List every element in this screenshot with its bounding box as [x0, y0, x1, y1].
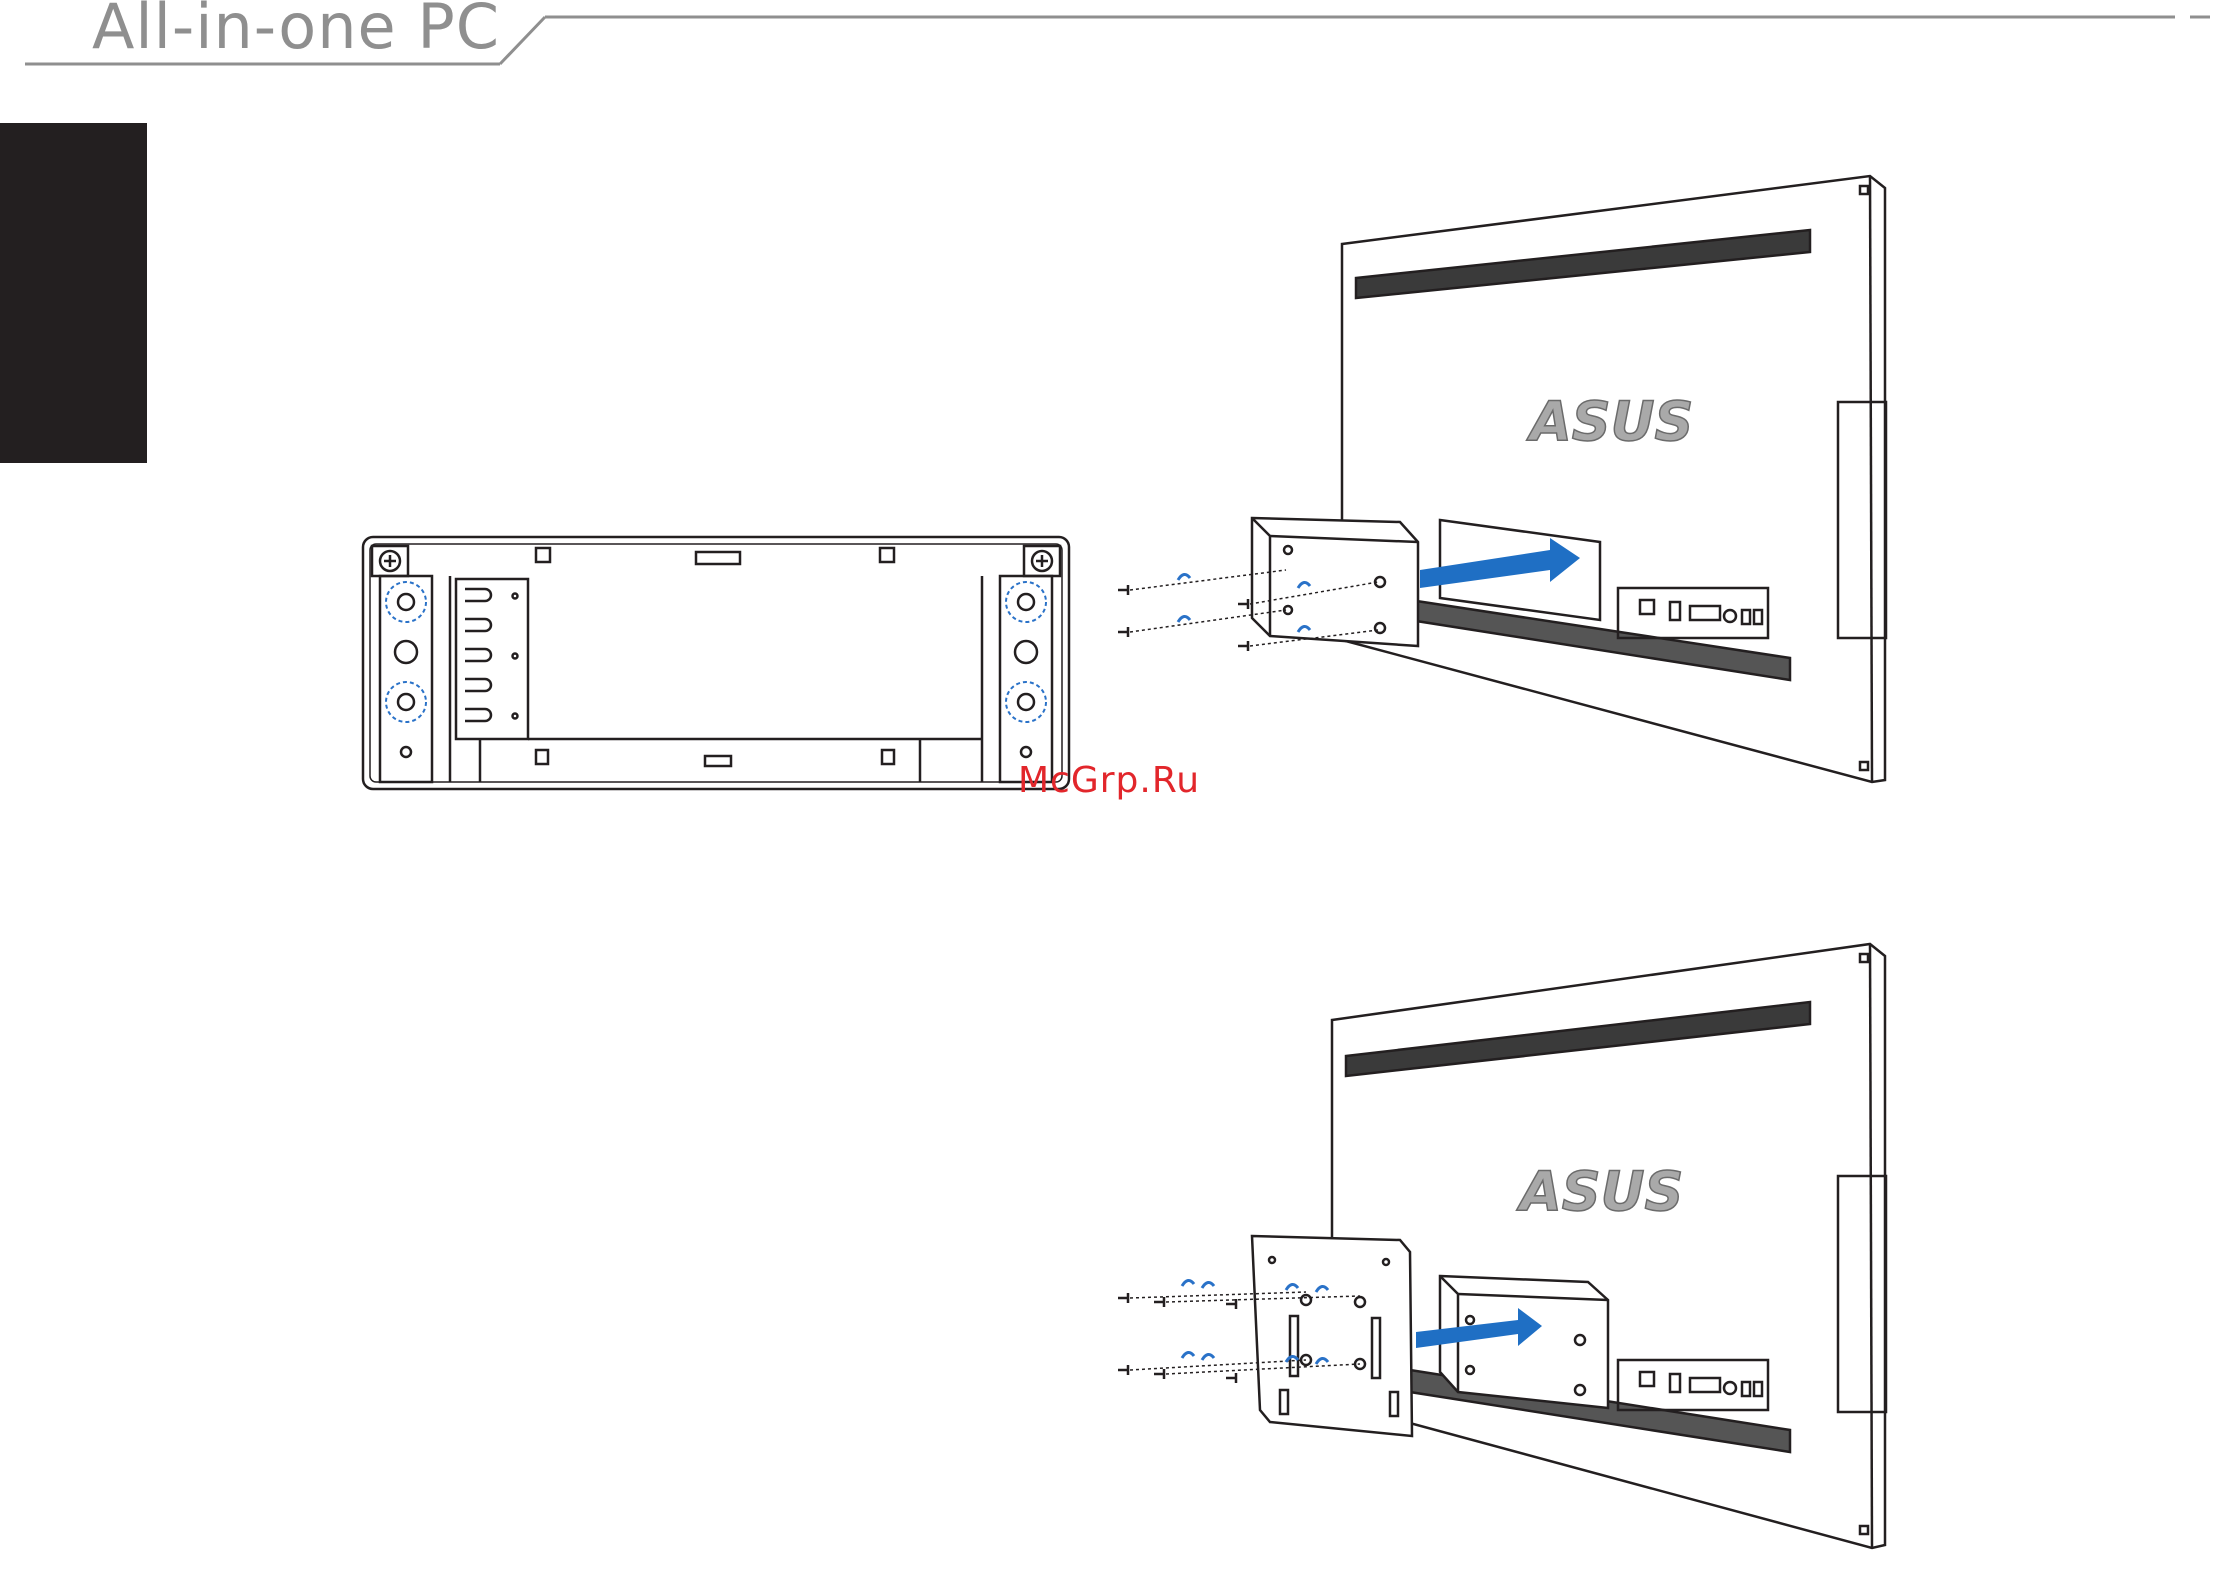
- watermark-text: McGrp.Ru: [1018, 760, 1200, 801]
- side-tab-marker: [0, 123, 147, 463]
- monitor-logo-top: ASUS: [1526, 390, 1693, 453]
- page-title: All-in-one PC: [92, 0, 500, 58]
- monitor-logo-bottom: ASUS: [1516, 1160, 1683, 1223]
- monitor-install-figure-top: ASUS: [1110, 170, 1910, 800]
- mount-bracket-figure: [360, 534, 1072, 794]
- monitor-install-figure-bottom: ASUS: [1110, 940, 1910, 1560]
